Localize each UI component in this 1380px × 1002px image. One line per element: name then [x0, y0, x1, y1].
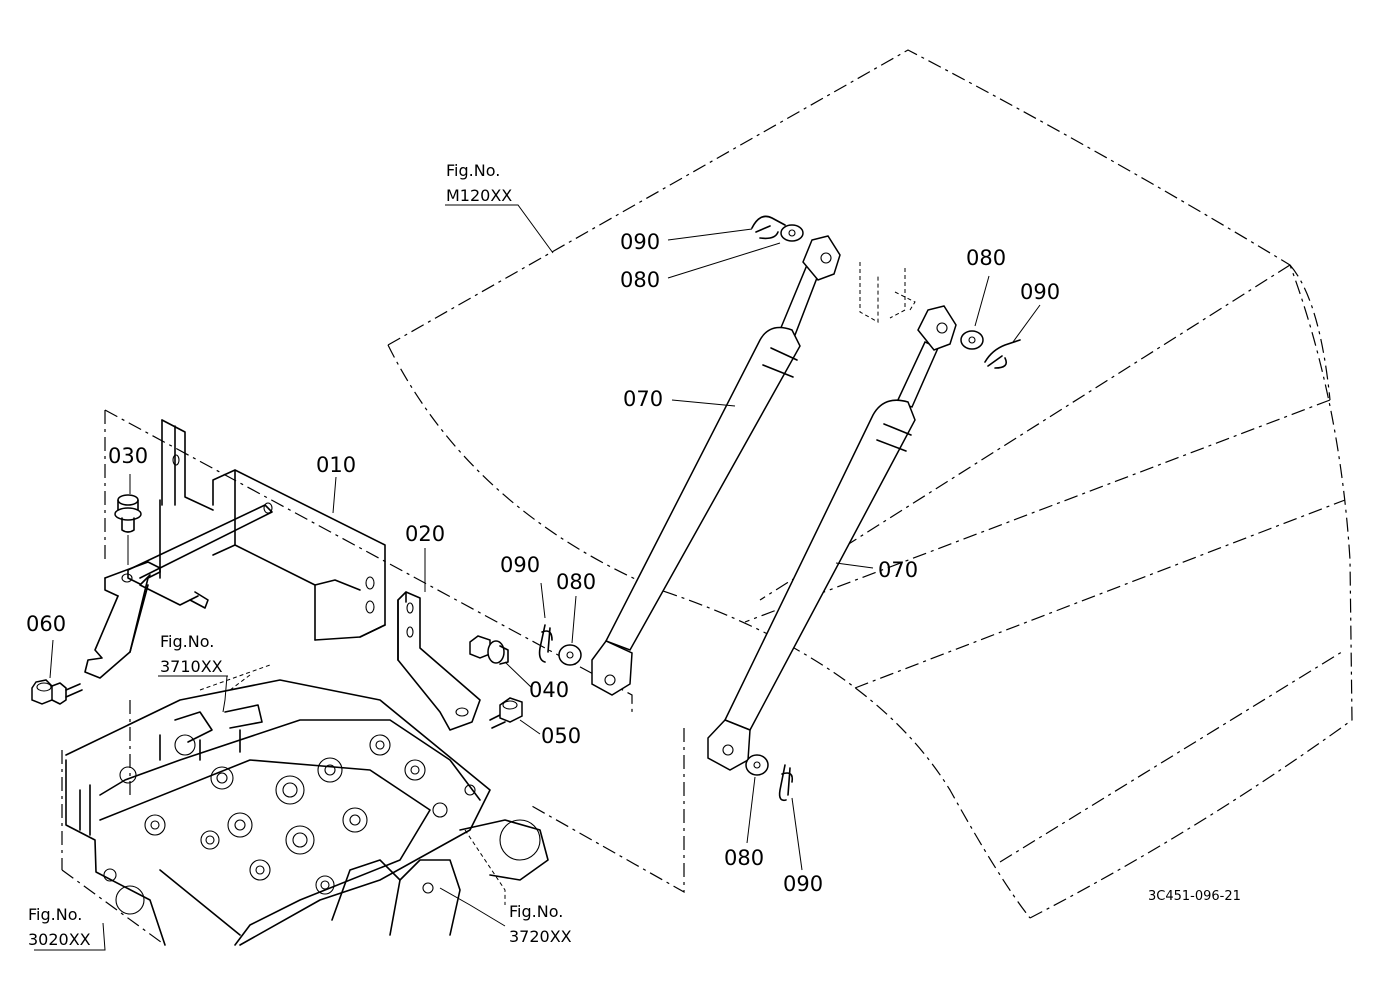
drawing-code: 3C451-096-21 [1148, 889, 1241, 904]
figure-references: Fig.No. M120XX Fig.No. 3710XX Fig.No. 30… [28, 161, 572, 949]
fig-ref-m120-line1: Fig.No. [446, 161, 500, 180]
part-labels: 090 080 080 090 070 070 010 020 030 060 … [26, 230, 1060, 896]
label-070-lower: 070 [878, 558, 918, 582]
label-050: 050 [541, 724, 581, 748]
label-080-mid: 080 [556, 570, 596, 594]
label-080-right: 080 [966, 246, 1006, 270]
hood-hinge-bracket [859, 262, 916, 323]
label-030: 030 [108, 444, 148, 468]
fig-ref-3020-line1: Fig.No. [28, 905, 82, 924]
fig-ref-3720-line2: 3720XX [509, 927, 572, 946]
label-040: 040 [529, 678, 569, 702]
label-090-bottom: 090 [783, 872, 823, 896]
label-080-top: 080 [620, 268, 660, 292]
label-090-right: 090 [1020, 280, 1060, 304]
fig-ref-3720-line1: Fig.No. [509, 902, 563, 921]
cylinder-head [65, 664, 549, 946]
label-090-mid: 090 [500, 553, 540, 577]
washers-and-clips [538, 215, 1021, 802]
label-020: 020 [405, 522, 445, 546]
bolt-040 [469, 635, 509, 665]
label-070-upper: 070 [623, 387, 663, 411]
fig-ref-m120-line2: M120XX [446, 186, 512, 205]
fig-ref-3710-line2: 3710XX [160, 657, 223, 676]
gas-strut-left [591, 235, 841, 696]
bracket-010 [127, 419, 386, 641]
bolt-050 [489, 697, 523, 729]
bolt-030 [114, 494, 142, 565]
label-060: 060 [26, 612, 66, 636]
fig-ref-3020-line2: 3020XX [28, 930, 91, 949]
label-090-top: 090 [620, 230, 660, 254]
fig-ref-3710-line1: Fig.No. [160, 632, 214, 651]
gas-strut-right [707, 305, 957, 771]
label-080-bottom: 080 [724, 846, 764, 870]
assembly-frame [61, 409, 685, 946]
bracket-020 [397, 591, 481, 731]
bolt-060 [31, 679, 83, 705]
leader-lines [34, 204, 1041, 951]
mount-plate [84, 561, 161, 679]
label-010: 010 [316, 453, 356, 477]
